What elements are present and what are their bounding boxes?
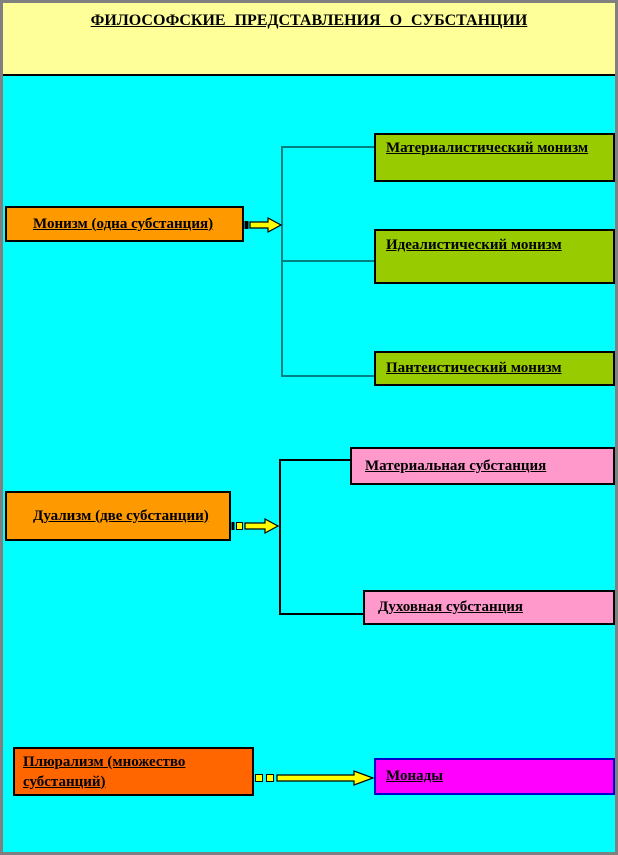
- node-pluralism: Плюрализм (множество субстанций): [13, 747, 254, 796]
- node-monism: Монизм (одна субстанция): [5, 206, 244, 242]
- node-spiritual-substance-label: Духовная субстанция: [378, 599, 523, 615]
- dualism-bracket-top-line: [281, 459, 350, 461]
- monism-arrow-icon: [244, 217, 282, 233]
- node-material-substance-label: Материальная субстанция: [365, 457, 547, 474]
- dualism-bracket-vertical-line: [279, 459, 281, 615]
- node-materialist-monism: Материалистический монизм: [374, 133, 615, 182]
- monism-bracket-vertical-line: [281, 146, 283, 377]
- header-band: ФИЛОСОФСКИЕ ПРЕДСТАВЛЕНИЯ О СУБСТАНЦИИ: [3, 3, 615, 76]
- node-monads-label: Монады: [386, 768, 443, 784]
- dualism-arrow-icon: [231, 518, 279, 534]
- node-spiritual-substance: Духовная субстанция: [363, 590, 615, 625]
- node-monads: Монады: [374, 758, 615, 795]
- node-idealist-monism-label: Идеалистический монизм: [386, 237, 562, 253]
- node-dualism: Дуализм (две субстанции): [5, 491, 231, 541]
- node-idealist-monism: Идеалистический монизм: [374, 229, 615, 284]
- node-pluralism-label: Плюрализм (множество субстанций): [23, 754, 186, 790]
- node-pantheist-monism-label: Пантеистический монизм: [386, 360, 562, 376]
- dualism-bracket-bottom-line: [281, 613, 363, 615]
- monism-bracket-top-line: [283, 146, 374, 148]
- page-title: ФИЛОСОФСКИЕ ПРЕДСТАВЛЕНИЯ О СУБСТАНЦИИ: [90, 12, 528, 29]
- monism-bracket-bottom-line: [283, 375, 374, 377]
- node-pantheist-monism: Пантеистический монизм: [374, 351, 615, 386]
- pluralism-arrow-icon: [255, 770, 375, 786]
- monism-bracket-middle-line: [283, 260, 374, 262]
- node-materialist-monism-label: Материалистический монизм: [386, 140, 589, 156]
- node-material-substance: Материальная субстанция: [350, 447, 615, 485]
- node-monism-label: Монизм (одна субстанция): [33, 215, 214, 232]
- node-dualism-label: Дуализм (две субстанции): [33, 507, 209, 524]
